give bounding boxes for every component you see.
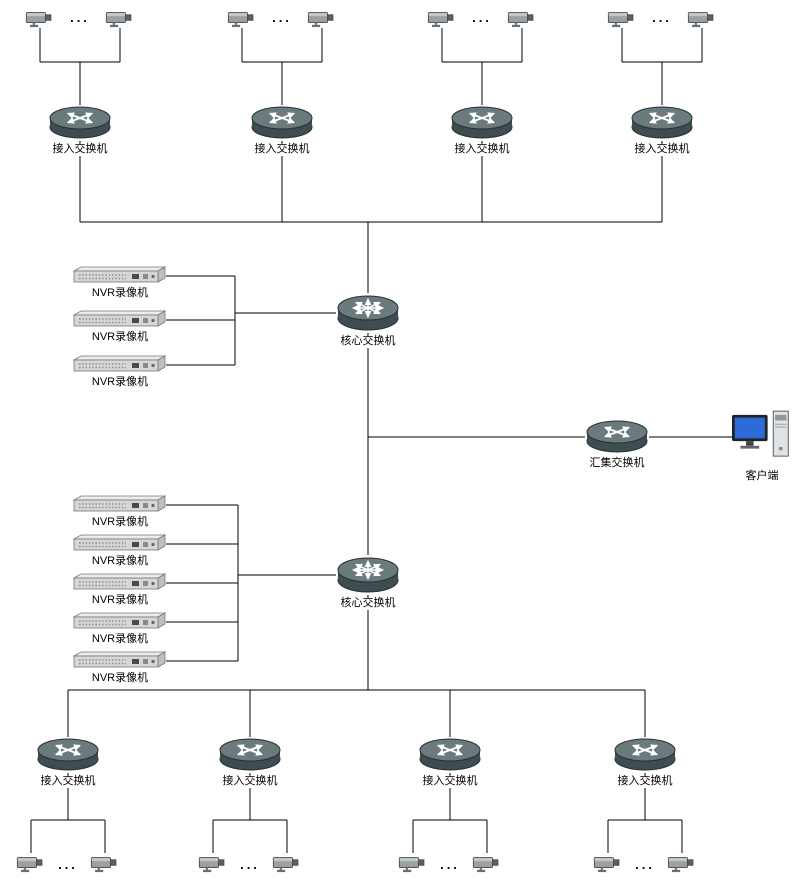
top-switch-bus [79, 141, 663, 293]
nvr-label: NVR录像机 [75, 331, 165, 344]
camera-icon [16, 853, 46, 873]
camera-icon [687, 8, 717, 28]
nvr-label: NVR录像机 [75, 594, 165, 607]
nvr-icon [70, 651, 166, 671]
access-switch-icon [48, 105, 112, 141]
access-switch-icon [418, 737, 482, 773]
access-switch-icon [36, 737, 100, 773]
client-computer-icon [732, 407, 792, 464]
nvr-icon [70, 266, 166, 286]
ellipsis-dots: ... [472, 10, 492, 25]
camera-icon [398, 853, 428, 873]
client-label: 客户端 [727, 470, 797, 483]
aggregation-switch-label: 汇集交换机 [577, 457, 657, 470]
ellipsis-dots: ... [652, 10, 672, 25]
ellipsis-dots: ... [70, 10, 90, 25]
camera-icon [90, 853, 120, 873]
access-switch-label: 接入交换机 [622, 143, 702, 156]
nvr-icon [70, 612, 166, 632]
camera-icon [105, 8, 135, 28]
camera-icon [593, 853, 623, 873]
access-switch-icon [613, 737, 677, 773]
bottom-camera-links [30, 773, 683, 853]
aggregation-switch-icon [585, 419, 649, 455]
access-switch-label: 接入交换机 [210, 775, 290, 788]
ellipsis-dots: ... [272, 10, 292, 25]
access-switch-label: 接入交换机 [28, 775, 108, 788]
nvr-label: NVR录像机 [75, 516, 165, 529]
ellipsis-dots: ... [58, 857, 78, 872]
access-switch-icon [630, 105, 694, 141]
camera-icon [227, 8, 257, 28]
nvr-label: NVR录像机 [75, 376, 165, 389]
camera-icon [25, 8, 55, 28]
camera-icon [472, 853, 502, 873]
nvr-icon [70, 534, 166, 554]
bottom-bus [67, 595, 646, 737]
ellipsis-dots: ... [240, 857, 260, 872]
lower-nvr-links [166, 504, 336, 662]
camera-icon [507, 8, 537, 28]
access-switch-icon [218, 737, 282, 773]
access-switch-icon [450, 105, 514, 141]
nvr-icon [70, 573, 166, 593]
camera-icon [427, 8, 457, 28]
core-switch-label: 核心交换机 [328, 335, 408, 348]
access-switch-label: 接入交换机 [242, 143, 322, 156]
core-trunk-links [367, 333, 732, 555]
nvr-icon [70, 495, 166, 515]
ellipsis-dots: ... [440, 857, 460, 872]
core-switch-icon [336, 555, 400, 595]
access-switch-label: 接入交换机 [410, 775, 490, 788]
ellipsis-dots: ... [635, 857, 655, 872]
camera-icon [198, 853, 228, 873]
camera-icon [272, 853, 302, 873]
access-switch-label: 接入交换机 [40, 143, 120, 156]
nvr-icon [70, 310, 166, 330]
core-switch-icon [336, 293, 400, 333]
nvr-label: NVR录像机 [75, 287, 165, 300]
access-switch-label: 接入交换机 [605, 775, 685, 788]
nvr-label: NVR录像机 [75, 633, 165, 646]
camera-icon [607, 8, 637, 28]
nvr-label: NVR录像机 [75, 672, 165, 685]
access-switch-icon [250, 105, 314, 141]
camera-icon [307, 8, 337, 28]
nvr-icon [70, 355, 166, 375]
upper-nvr-links [166, 275, 336, 366]
core-switch-label: 核心交换机 [328, 597, 408, 610]
access-switch-label: 接入交换机 [442, 143, 522, 156]
nvr-label: NVR录像机 [75, 555, 165, 568]
camera-icon [667, 853, 697, 873]
top-camera-links [39, 28, 703, 105]
